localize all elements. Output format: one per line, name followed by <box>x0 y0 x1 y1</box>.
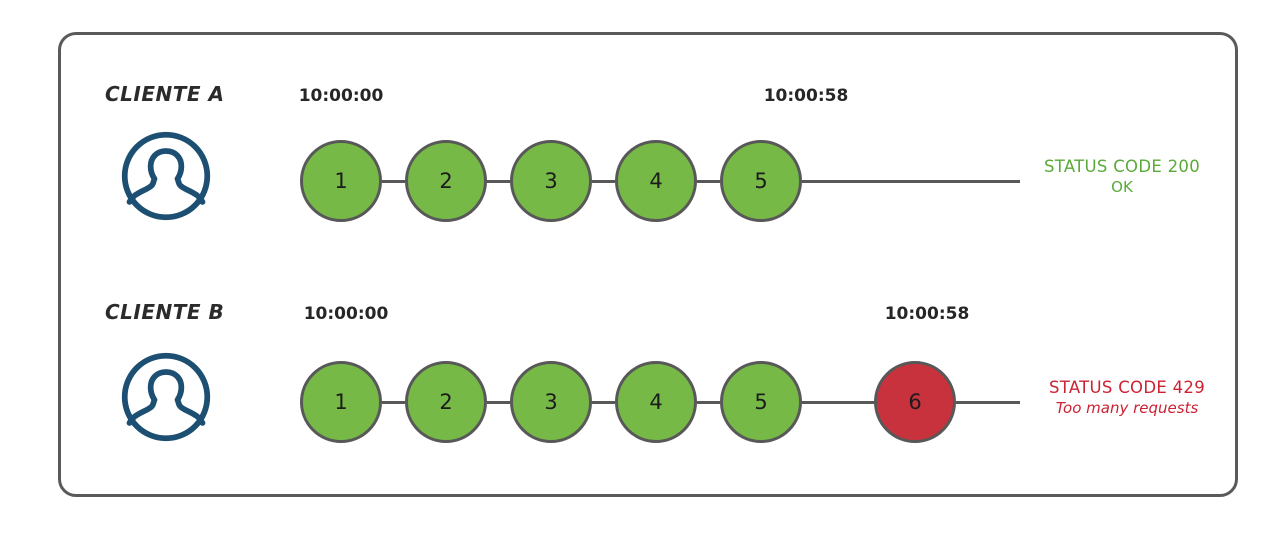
connector-b-3-4 <box>592 401 615 404</box>
status-code-a: STATUS CODE 200 <box>1043 157 1201 176</box>
status-badge-b: STATUS CODE 429 Too many requests <box>1022 378 1232 417</box>
request-node-label: 5 <box>754 389 768 414</box>
status-code-b: STATUS CODE 429 <box>1048 378 1206 397</box>
connector-b-4-5 <box>697 401 720 404</box>
user-avatar-icon <box>118 128 214 224</box>
connector-a-5-status <box>802 180 1020 183</box>
timestamp-start-b: 10:00:00 <box>303 304 389 324</box>
request-node-label: 3 <box>544 389 558 414</box>
user-avatar-icon <box>118 349 214 445</box>
request-node-label: 1 <box>334 389 348 414</box>
request-node-label: 3 <box>544 168 558 193</box>
request-node-label: 5 <box>754 168 768 193</box>
request-node[interactable]: 2 <box>405 361 487 443</box>
connector-a-2-3 <box>487 180 510 183</box>
request-node-label: 2 <box>439 389 453 414</box>
request-node-label: 4 <box>649 168 663 193</box>
request-node-blocked[interactable]: 6 <box>874 361 956 443</box>
request-node-label: 6 <box>908 389 922 414</box>
timestamp-start-a: 10:00:00 <box>298 86 384 106</box>
request-node-label: 2 <box>439 168 453 193</box>
status-text-b: Too many requests <box>1055 398 1199 417</box>
request-node-label: 4 <box>649 389 663 414</box>
connector-b-5-6 <box>802 401 876 404</box>
request-node[interactable]: 4 <box>615 140 697 222</box>
request-node[interactable]: 3 <box>510 140 592 222</box>
timestamp-end-b: 10:00:58 <box>884 304 970 324</box>
request-node[interactable]: 1 <box>300 140 382 222</box>
diagram-frame <box>58 32 1238 497</box>
status-badge-a: STATUS CODE 200 OK <box>1022 157 1222 196</box>
connector-a-3-4 <box>592 180 615 183</box>
connector-a-4-5 <box>697 180 720 183</box>
connector-b-2-3 <box>487 401 510 404</box>
client-label-b: CLIENTE B <box>105 300 225 324</box>
connector-a-1-2 <box>382 180 405 183</box>
request-node[interactable]: 3 <box>510 361 592 443</box>
request-node[interactable]: 1 <box>300 361 382 443</box>
timestamp-end-a: 10:00:58 <box>763 86 849 106</box>
status-text-a: OK <box>1111 177 1133 196</box>
client-label-a: CLIENTE A <box>105 82 225 106</box>
connector-b-6-status <box>956 401 1020 404</box>
connector-b-1-2 <box>382 401 405 404</box>
request-node[interactable]: 4 <box>615 361 697 443</box>
request-node[interactable]: 5 <box>720 361 802 443</box>
request-node[interactable]: 2 <box>405 140 487 222</box>
request-node-label: 1 <box>334 168 348 193</box>
request-node[interactable]: 5 <box>720 140 802 222</box>
